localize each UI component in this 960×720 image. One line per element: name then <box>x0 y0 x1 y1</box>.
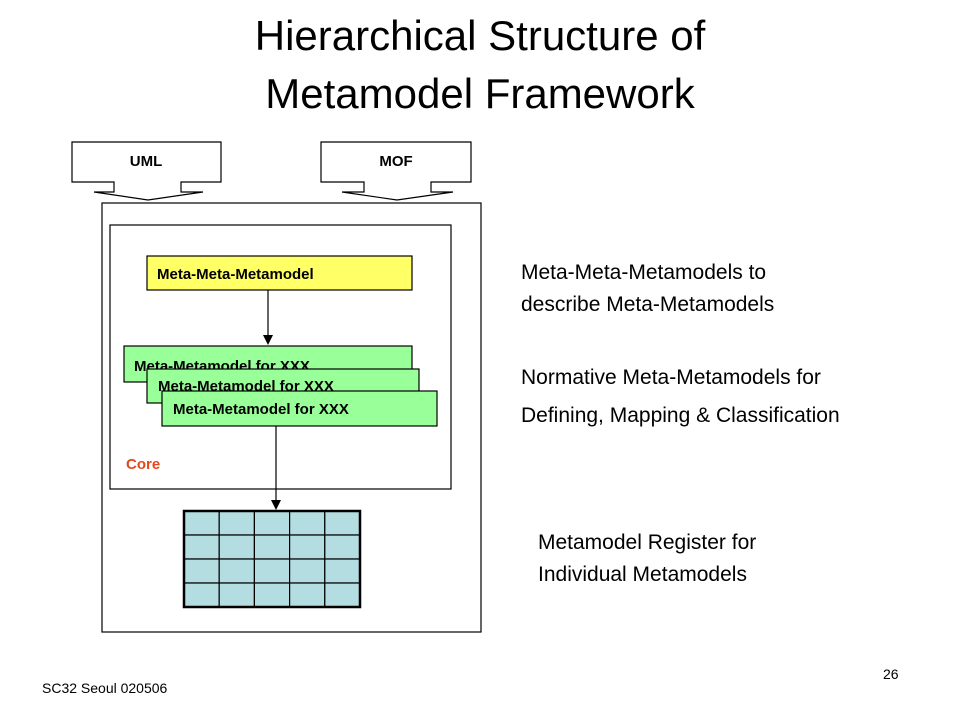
description-1-line-1: Meta-Meta-Metamodels to <box>521 261 767 284</box>
register-grid-cell <box>218 510 255 536</box>
register-grid-cell <box>289 510 326 536</box>
metamodel-register-grid <box>182 509 362 609</box>
meta-meta-metamodel-box <box>146 255 413 291</box>
register-grid-cell <box>218 558 255 584</box>
register-grid-border <box>182 509 362 609</box>
uml-callout: UML <box>71 141 222 201</box>
description-2-line-1: Normative Meta-Metamodels for <box>521 366 821 389</box>
register-grid-cell <box>183 534 220 560</box>
register-grid-cell <box>253 558 291 584</box>
metamodel-box-3 <box>161 390 438 427</box>
footer-text: SC32 Seoul 020506 <box>42 680 168 696</box>
register-grid-cell <box>218 582 255 608</box>
page-number: 26 <box>883 666 899 682</box>
register-grid-cell <box>324 510 361 536</box>
register-grid-cell <box>289 534 326 560</box>
register-grid-cell <box>218 534 255 560</box>
register-grid-cell <box>183 510 220 536</box>
register-grid-cell <box>253 510 291 536</box>
description-1-line-2: describe Meta-Metamodels <box>521 293 775 316</box>
register-grid-cell <box>183 582 220 608</box>
register-grid-cell <box>183 558 220 584</box>
register-grid-cell <box>324 582 361 608</box>
core-label: Core <box>126 456 160 473</box>
mof-callout: MOF <box>320 141 472 201</box>
register-grid-cell <box>324 558 361 584</box>
meta-meta-metamodel-label: Meta-Meta-Metamodel <box>157 266 314 283</box>
mof-label: MOF <box>379 153 412 170</box>
description-normative-meta-metamodels: Normative Meta-Metamodels for Defining, … <box>521 359 840 435</box>
description-metamodel-register: Metamodel Register for Individual Metamo… <box>538 527 756 591</box>
description-3-line-1: Metamodel Register for <box>538 531 757 554</box>
register-grid-cell <box>289 558 326 584</box>
slide-title-line-1: Hierarchical Structure of <box>254 12 706 59</box>
slide-title-line-2: Metamodel Framework <box>265 70 695 117</box>
register-grid-cell <box>324 534 361 560</box>
register-grid-cell <box>253 534 291 560</box>
register-grid-cell <box>253 582 291 608</box>
register-grid-cell <box>289 582 326 608</box>
description-3-line-2: Individual Metamodels <box>538 563 747 586</box>
metamodel-label-3: Meta-Metamodel for XXX <box>173 401 349 418</box>
uml-label: UML <box>130 153 163 170</box>
description-meta-meta-metamodels: Meta-Meta-Metamodels to describe Meta-Me… <box>521 257 774 321</box>
description-2-line-2: Defining, Mapping & Classification <box>521 404 840 427</box>
